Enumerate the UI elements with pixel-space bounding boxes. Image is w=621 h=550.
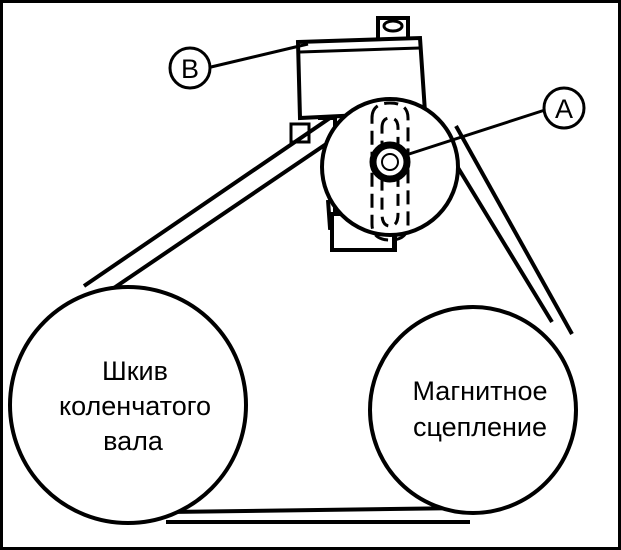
crankshaft-label-line-1: Шкив xyxy=(102,356,168,386)
magnetic-clutch-pulley: Магнитное сцепление xyxy=(368,305,578,515)
crankshaft-label-line-2: коленчатого xyxy=(59,391,211,421)
clutch-label-line-1: Магнитное xyxy=(413,376,548,406)
callout-b: B xyxy=(168,42,309,90)
callout-b-circle xyxy=(168,46,212,90)
adjustment-slot-inner xyxy=(380,116,400,228)
callout-b-leader xyxy=(210,42,309,69)
callout-a-circle xyxy=(542,86,586,130)
adjusting-bolt-hole xyxy=(381,153,399,171)
callout-b-letter: B xyxy=(181,54,199,84)
belt-left-inner xyxy=(106,134,340,294)
callout-a-leader xyxy=(405,108,546,157)
crankshaft-pulley: Шкив коленчатого вала xyxy=(8,285,248,525)
idler-pulley xyxy=(320,97,460,242)
crankshaft-pulley-rim xyxy=(8,285,248,525)
clutch-label-line-2: сцепление xyxy=(413,412,547,442)
crankshaft-label-line-3: вала xyxy=(103,426,164,456)
callout-a-letter: A xyxy=(555,94,573,124)
callout-a: A xyxy=(405,86,586,157)
adjustment-slot-outer xyxy=(370,101,410,242)
magnetic-clutch-rim xyxy=(368,305,578,515)
belt-left-outer xyxy=(82,116,332,288)
belt-bottom-top xyxy=(167,506,467,514)
top-fitting-cap xyxy=(382,19,404,33)
drive-belt xyxy=(82,116,574,524)
belt-right-inner xyxy=(444,146,554,324)
belt-right-outer xyxy=(454,125,574,335)
